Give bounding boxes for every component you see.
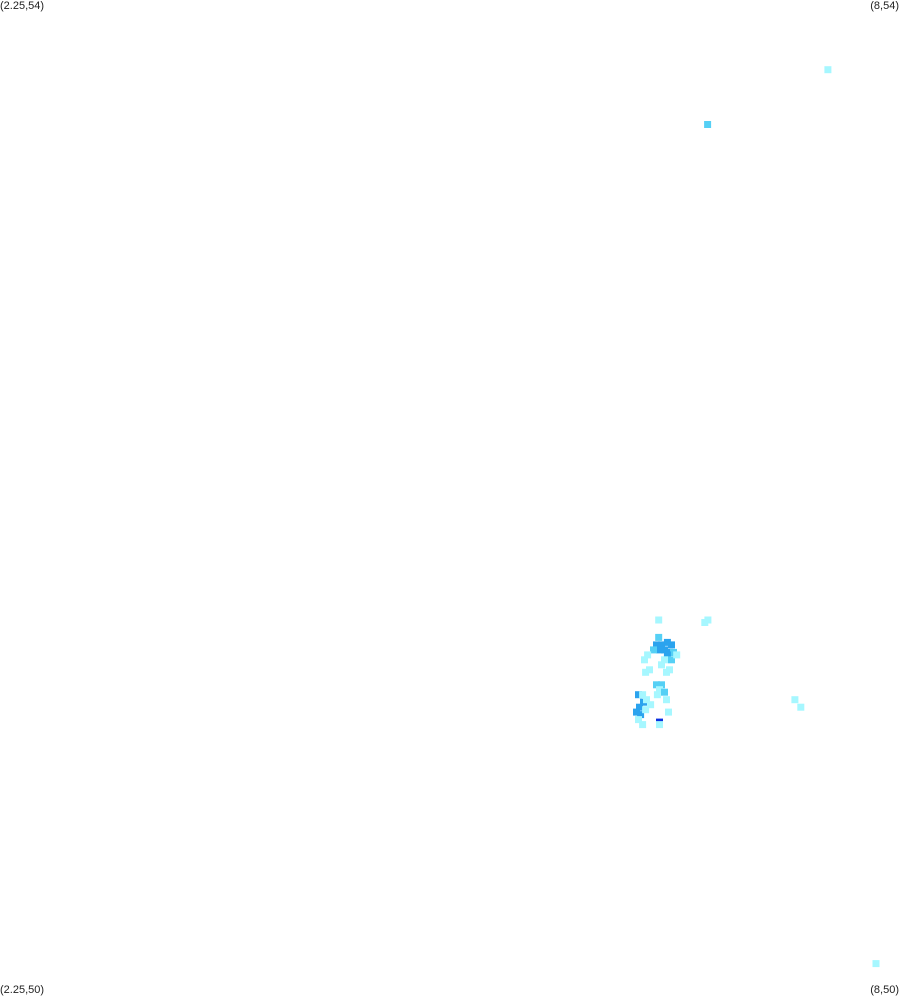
precip-cell-light (663, 696, 670, 704)
precip-cell-light (701, 619, 709, 626)
precip-cell-strong (656, 646, 663, 654)
precip-cell-light (635, 716, 642, 724)
precip-cell-light (642, 668, 650, 676)
precip-cell-medium (650, 646, 657, 654)
precip-cell-light (639, 691, 647, 699)
precip-cell-medium (661, 688, 668, 696)
precip-cell-light (647, 701, 655, 709)
precip-cell-light (643, 696, 650, 704)
precip-cell-strong (658, 641, 665, 649)
precip-cell-medium (653, 681, 660, 689)
corner-label-bottom-left: (2.25,50) (0, 984, 45, 996)
precip-cell-light (824, 66, 832, 74)
precip-cell-light (673, 651, 681, 659)
precip-cell-light (797, 703, 805, 711)
precip-cell-medium (658, 681, 665, 689)
precip-cell-strong (653, 641, 660, 649)
precip-cell-strong (637, 711, 645, 719)
precip-cell-light (644, 651, 652, 659)
precip-cell-light (646, 666, 653, 674)
precip-cell-medium (704, 121, 712, 128)
precip-cell-light (655, 616, 663, 624)
precip-cell-light (656, 721, 663, 729)
precip-cell-strong (663, 651, 671, 659)
precip-cell-light (639, 721, 647, 729)
corner-label-top-right: (8,54) (870, 0, 899, 12)
precip-cell-light (653, 691, 661, 699)
precip-cell-light (658, 661, 665, 669)
corner-label-top-left: (2.25,54) (0, 0, 45, 12)
precip-cell-strong (636, 703, 643, 711)
precip-cell-strong (663, 638, 671, 646)
precip-cell-strong (661, 646, 668, 654)
precip-cell-light (663, 668, 670, 676)
precip-cell-medium (655, 633, 663, 641)
precip-cell-strong (668, 641, 675, 649)
precip-cell-strong (635, 691, 642, 699)
precip-cell-light (642, 706, 650, 714)
precip-cell-light (872, 960, 880, 968)
precip-cell-light (661, 656, 668, 664)
precip-cell-light (665, 708, 672, 716)
precip-cell-light (791, 696, 799, 704)
precip-cell-light (656, 686, 663, 694)
precip-cell-light (641, 656, 648, 664)
precip-cell-medium (668, 656, 675, 664)
precipitation-cells (633, 66, 880, 968)
precip-cell-strong (633, 708, 640, 716)
corner-label-bottom-right: (8,50) (870, 984, 899, 996)
